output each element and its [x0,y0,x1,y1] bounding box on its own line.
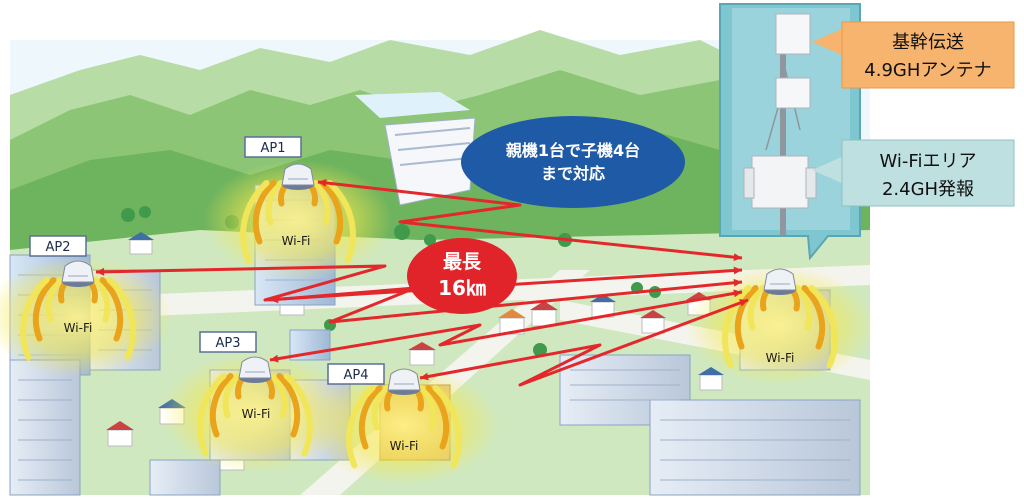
wifi-label-ap1: Wi-Fi [282,234,311,248]
callout-wifi-area: Wi-Fiエリア 2.4GH発報 [812,139,1015,207]
range-line1: 最長 [443,251,482,273]
range-line2: 16㎞ [438,276,486,300]
link-ap1 [317,179,743,262]
wifi-ap-box [751,155,809,209]
ap-device-hub [763,268,797,295]
ap-label-text-4: AP4 [343,368,368,383]
capacity-bubble: 親機1台で子機4台 まで対応 [461,116,685,208]
backbone-antenna-upper [775,13,811,55]
callout-backbone: 基幹伝送 4.9GHアンテナ [812,21,1015,89]
backbone-line2: 4.9GHアンテナ [864,60,991,81]
wifi-zone-1 [203,160,393,280]
ap-label-1: AP1 [244,136,302,158]
wifi-label-hub: Wi-Fi [766,351,795,365]
backbone-antenna-lower [775,77,811,109]
dam-lines [394,127,471,166]
wifi-zone-2 [0,257,173,377]
ap-label-2: AP2 [29,235,87,257]
bubble-line1: 親機1台で子機4台 [506,141,640,160]
ap-device-1 [281,163,315,190]
ap-label-text-1: AP1 [260,141,285,156]
ap-device-2 [61,260,95,287]
bubble-line2: まで対応 [541,164,605,183]
wifi-zone-4 [309,365,499,485]
wifi-label-ap4: Wi-Fi [390,439,419,453]
wifi-label-ap2: Wi-Fi [64,321,93,335]
wifi-zone-3 [160,353,350,473]
lake [355,92,470,118]
access-points [61,163,797,395]
ap-device-4 [387,368,421,395]
wifi-area-line2: 2.4GH発報 [882,179,974,200]
ap-device-3 [238,356,272,383]
ap-label-3: AP3 [199,331,257,353]
link-ap4 [419,298,749,387]
wifi-label-ap3: Wi-Fi [242,407,271,421]
link-ap3 [269,289,743,363]
ap-label-text-2: AP2 [45,240,70,255]
range-badge: 最長 16㎞ [407,238,517,314]
backbone-line1: 基幹伝送 [892,32,964,53]
link-ap5 [269,278,743,324]
wifi-area-line1: Wi-Fiエリア [880,151,977,172]
ap-label-text-3: AP3 [215,336,240,351]
ap-label-4: AP4 [327,363,385,385]
